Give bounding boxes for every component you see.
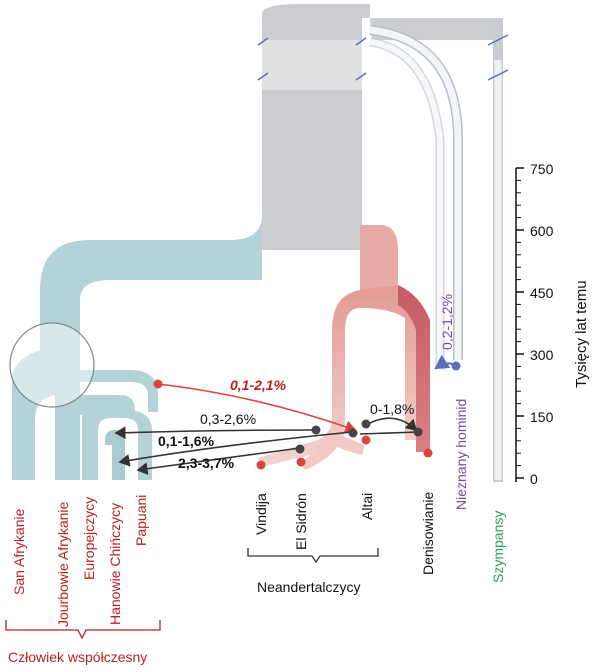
- label-nea-to-papuani: 0,1-2,1%: [230, 377, 287, 393]
- arrow-deni-line: [359, 431, 419, 435]
- dot-deni-source-2: [295, 444, 305, 454]
- modern-human-labels: San Afrykanie Jourbowie Afrykanie Europe…: [11, 495, 149, 627]
- tick-label-450: 450: [530, 285, 554, 301]
- label-papuani: Papuani: [133, 495, 149, 546]
- label-hanowie: Hanowie Chińczycy: [107, 503, 123, 625]
- arrow-nea-to-papuani: [157, 383, 357, 433]
- dot-altai: [361, 435, 371, 445]
- label-europejczycy: Europejczycy: [81, 497, 97, 580]
- label-vindija: Vindija: [253, 493, 269, 535]
- gene-flow-arrows: [114, 354, 457, 476]
- label-szympansy: Szympansy: [490, 511, 506, 583]
- denisovan-branch: [398, 285, 430, 452]
- dot-altai-source: [361, 419, 371, 429]
- label-nea-to-jourbowie: 0,3-2,6%: [200, 411, 256, 427]
- modern-human-branch: [12, 215, 262, 480]
- tick-label-0: 0: [530, 471, 538, 487]
- tick-label-150: 150: [530, 409, 554, 425]
- chimp-branch: [487, 18, 509, 482]
- tick-label-600: 600: [530, 223, 554, 239]
- neanderthal-labels: Vindija El Sidrón Altai: [253, 493, 375, 550]
- dot-nea-source: [311, 425, 321, 435]
- label-san: San Afrykanie: [11, 508, 27, 595]
- axis-ticks: [516, 167, 524, 479]
- dot-vindija: [256, 460, 266, 470]
- modern-human-brace: Człowiek współczesny: [5, 620, 161, 665]
- label-nea-to-europ: 0,1-1,6%: [158, 433, 215, 449]
- arrow-deni-to-papuani: [136, 447, 301, 476]
- label-neandertalczycy: Neandertalczycy: [257, 579, 361, 595]
- neanderthal-brace: Neandertalczycy: [247, 548, 379, 595]
- dot-papuani-source: [153, 379, 163, 389]
- label-deni-to-papuani: 2,3-3,7%: [178, 455, 235, 471]
- label-unknown-to-deni: 0,2-1,2%: [439, 294, 455, 350]
- sample-dots: [153, 361, 461, 470]
- time-axis: 750 600 450 300 150 0 Tysięcy lat temu: [515, 161, 590, 487]
- arrow-alt-to-deni: [367, 417, 418, 432]
- dot-nea-source-2: [348, 428, 358, 438]
- axis-title: Tysięcy lat temu: [573, 280, 590, 388]
- unknown-hominid-branch: [369, 25, 463, 370]
- tick-label-300: 300: [530, 347, 554, 363]
- tick-label-750: 750: [530, 161, 554, 177]
- arrow-nea-to-jourbowie: [114, 426, 316, 440]
- arrow-nea-to-europ: [118, 431, 353, 467]
- dot-elsidron: [296, 457, 306, 467]
- label-denisowianie: Denisowianie: [420, 492, 436, 575]
- neanderthal-denisovan-trunk: [262, 215, 398, 300]
- label-altai: Altai: [359, 493, 375, 520]
- dot-unknown: [451, 361, 461, 371]
- label-jourbowie: Jourbowie Afrykanie: [55, 501, 71, 627]
- label-unknown: Nieznany hominid: [453, 399, 469, 510]
- label-czlowiek: Człowiek współczesny: [8, 649, 147, 665]
- label-elsidron: El Sidrón: [293, 493, 309, 550]
- neanderthal-branch: [258, 285, 420, 470]
- dot-denisova: [423, 448, 433, 458]
- bottleneck-circle: [9, 322, 95, 408]
- dot-deni-source: [413, 427, 423, 437]
- label-alt-to-deni: 0-1,8%: [370, 401, 414, 417]
